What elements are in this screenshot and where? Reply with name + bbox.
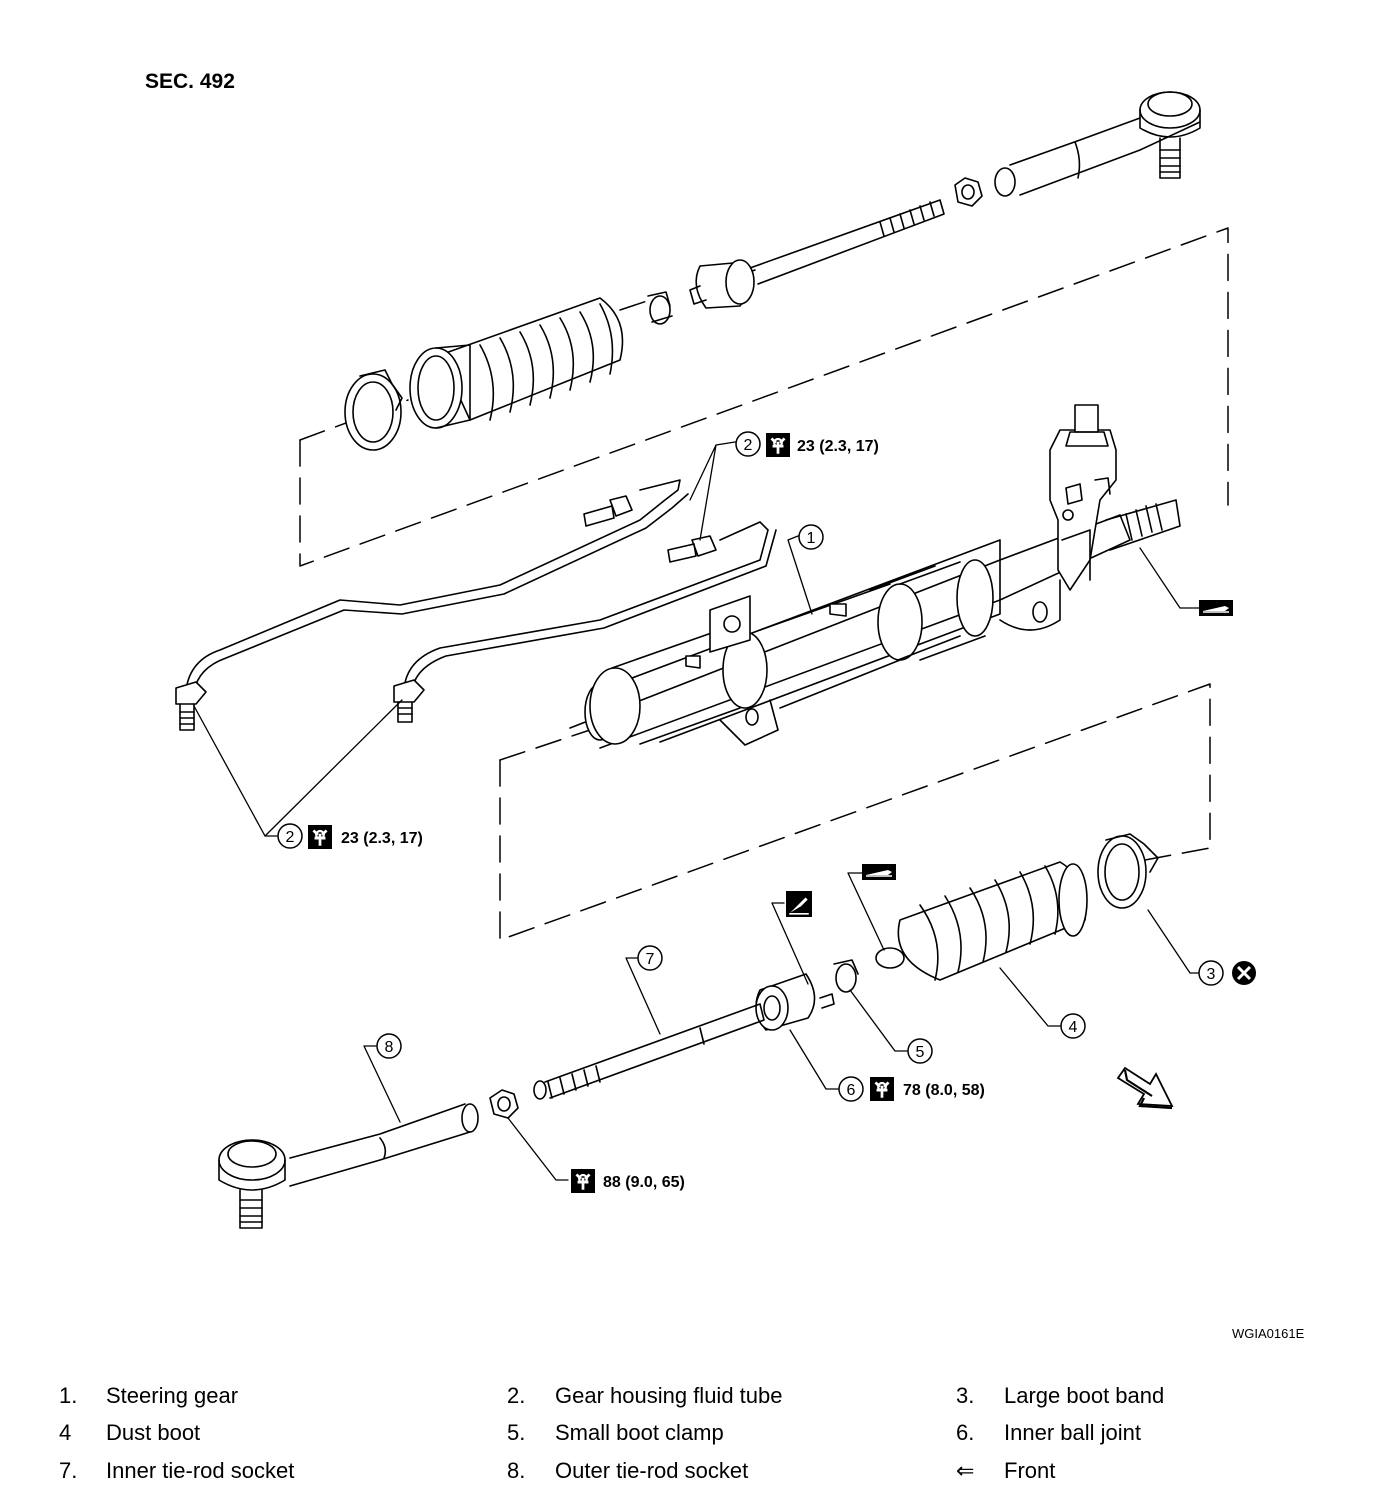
sealant-icon	[786, 891, 812, 917]
callout-5: 5	[907, 1038, 933, 1064]
front-arrow-icon	[1116, 1066, 1174, 1110]
svg-text:6: 6	[847, 1082, 856, 1099]
torque-value-2-lower: 23 (2.3, 17)	[341, 830, 423, 847]
legend-number: 4	[59, 1420, 72, 1445]
lower-large-boot-band	[1097, 833, 1159, 909]
legend-number: 8.	[507, 1458, 526, 1483]
svg-text:7: 7	[646, 951, 655, 968]
callout-2-upper: 2	[735, 431, 761, 457]
svg-text:4: 4	[1069, 1019, 1078, 1036]
torque-value-nut: 88 (9.0, 65)	[603, 1174, 685, 1191]
torque-wrench-icon	[571, 1169, 595, 1193]
front-arrow-symbol: ⇐	[956, 1458, 975, 1483]
svg-text:1: 1	[807, 530, 816, 547]
grease-icon	[1199, 600, 1233, 616]
callout-7: 7	[637, 945, 663, 971]
figure-code: WGIA0161E	[1232, 1326, 1305, 1341]
svg-text:2: 2	[744, 437, 753, 454]
upper-small-boot-clamp	[647, 291, 673, 325]
steering-gear-exploded-diagram: 1 2 2 3 4 5 6 7 8 23 (2.3, 17) 23 (2.3, …	[175, 91, 1256, 1229]
legend-label: Small boot clamp	[555, 1420, 724, 1445]
lower-outer-tie-rod	[218, 1103, 479, 1229]
torque-value-2-upper: 23 (2.3, 17)	[797, 438, 879, 455]
upper-inner-tie-rod	[689, 199, 945, 309]
legend-label: Dust boot	[106, 1420, 201, 1445]
svg-text:5: 5	[916, 1044, 925, 1061]
leader-lines	[193, 441, 1201, 1181]
upper-outer-tie-rod	[994, 91, 1201, 197]
callout-1: 1	[798, 524, 824, 550]
lower-small-boot-clamp	[833, 959, 859, 993]
legend-label: Steering gear	[106, 1383, 239, 1408]
do-not-reuse-icon	[1232, 961, 1256, 985]
steering-gear-housing	[569, 404, 1181, 749]
svg-text:8: 8	[385, 1039, 394, 1056]
gear-housing-fluid-tubes	[175, 479, 777, 731]
legend-number: 7.	[59, 1458, 78, 1483]
legend-label: Large boot band	[1004, 1383, 1165, 1408]
callout-4: 4	[1060, 1013, 1086, 1039]
legend-label: Gear housing fluid tube	[555, 1383, 783, 1408]
callout-8: 8	[376, 1033, 402, 1059]
legend-number: 6.	[956, 1420, 975, 1445]
callout-2-lower: 2	[277, 823, 303, 849]
torque-wrench-icon	[308, 825, 332, 849]
section-number: SEC. 492	[145, 70, 235, 93]
lower-lock-nut	[489, 1089, 519, 1119]
legend-label: Outer tie-rod socket	[555, 1458, 749, 1483]
svg-text:2: 2	[286, 829, 295, 846]
legend-number: 5.	[507, 1420, 526, 1445]
legend-number: 2.	[507, 1383, 526, 1408]
torque-value-6: 78 (8.0, 58)	[903, 1082, 985, 1099]
legend-label: Inner tie-rod socket	[106, 1458, 295, 1483]
legend-number: 1.	[59, 1383, 78, 1408]
torque-wrench-icon	[870, 1077, 894, 1101]
grease-icon	[862, 864, 896, 880]
svg-text:3: 3	[1207, 966, 1216, 983]
callout-6: 6	[838, 1076, 864, 1102]
dashed-assembly-lines	[299, 227, 1229, 941]
lower-inner-ball-joint	[755, 973, 835, 1031]
legend-number: 3.	[956, 1383, 975, 1408]
lower-dust-boot	[875, 861, 1088, 981]
legend-label: Front	[1004, 1458, 1056, 1483]
callout-3: 3	[1198, 960, 1224, 986]
lower-inner-tie-rod	[533, 1003, 765, 1100]
upper-dust-boot	[409, 297, 624, 429]
upper-lock-nut	[954, 177, 983, 207]
legend-label: Inner ball joint	[1004, 1420, 1141, 1445]
torque-wrench-icon	[766, 433, 790, 457]
upper-large-boot-band	[344, 369, 403, 451]
